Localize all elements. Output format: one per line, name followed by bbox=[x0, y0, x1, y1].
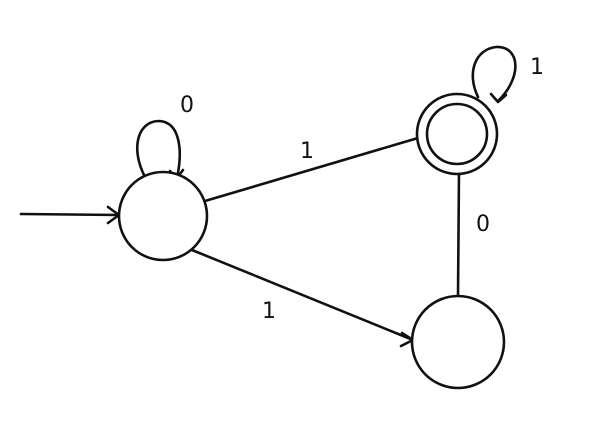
self-loop-q1-label: 1 bbox=[530, 55, 544, 80]
transition-q1-q2-label: 0 bbox=[476, 212, 490, 237]
state-q1 bbox=[415, 92, 499, 176]
self-loop-q1: 1 bbox=[471, 45, 544, 104]
self-loop-q1-arrowhead bbox=[489, 92, 508, 104]
transition-q1-q2-edge bbox=[456, 169, 461, 298]
transition-q0-q2-label: 1 bbox=[262, 299, 276, 324]
state-q2-circle bbox=[410, 294, 506, 390]
transition-q0-q2-edge bbox=[190, 248, 415, 342]
state-q0 bbox=[117, 170, 209, 262]
initial-arrow bbox=[19, 205, 121, 225]
state-q0-circle bbox=[117, 170, 209, 262]
transition-q0-q1-label: 1 bbox=[300, 139, 314, 164]
self-loop-q0: 0 bbox=[135, 93, 194, 181]
transition-q1-q2: 0 bbox=[456, 169, 490, 298]
transition-q0-q2: 1 bbox=[190, 248, 415, 348]
self-loop-q1-curve bbox=[471, 45, 517, 103]
self-loop-q0-label: 0 bbox=[180, 93, 194, 118]
initial-arrow-line bbox=[19, 212, 121, 217]
self-loop-q0-curve bbox=[135, 119, 181, 180]
transition-q0-q1: 1 bbox=[203, 136, 420, 203]
state-q1-inner-circle bbox=[425, 102, 489, 166]
transition-q0-q1-edge bbox=[203, 136, 420, 203]
state-q2 bbox=[410, 294, 506, 390]
